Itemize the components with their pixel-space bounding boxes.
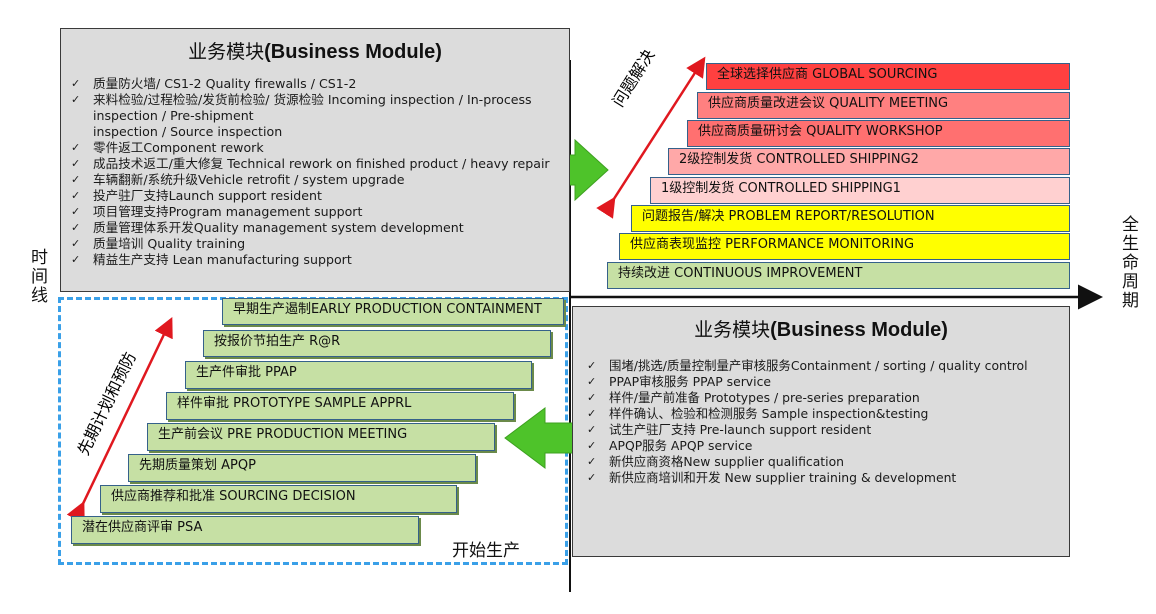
check-icon: ✓ bbox=[71, 221, 81, 234]
list-item: ✓ 试生产驻厂支持 Pre-launch support resident bbox=[585, 422, 1069, 438]
bottom-module-list: ✓ 围堵/挑选/质量控制量产审核服务Containment / sorting /… bbox=[585, 358, 1069, 486]
check-icon: ✓ bbox=[71, 237, 81, 250]
lower-step-sourcing-decision: 供应商推荐和批准 SOURCING DECISION bbox=[100, 485, 457, 513]
check-icon: ✓ bbox=[587, 391, 597, 404]
list-item: ✓ 成品技术返工/重大修复 Technical rework on finishe… bbox=[69, 156, 564, 172]
upper-step-controlled-shipping1: 1级控制发货 CONTROLLED SHIPPING1 bbox=[650, 177, 1070, 204]
lower-step-psa: 潜在供应商评审 PSA bbox=[71, 516, 419, 544]
bottom-module-title-cn: 业务模块 bbox=[694, 319, 771, 341]
check-icon: ✓ bbox=[587, 439, 597, 452]
list-item: ✓ 新供应商培训和开发 New supplier training & deve… bbox=[585, 470, 1069, 486]
list-item: ✓ APQP服务 APQP service bbox=[585, 438, 1069, 454]
check-icon: ✓ bbox=[71, 173, 81, 186]
top-module-title: 业务模块(Business Module) bbox=[61, 37, 569, 64]
list-item-text: 样件/量产前准备 Prototypes / pre-series prepara… bbox=[609, 390, 920, 405]
check-icon: ✓ bbox=[71, 205, 81, 218]
list-item: ✓ 项目管理支持Program management support bbox=[69, 204, 564, 220]
list-item: ✓ 车辆翻新/系统升级Vehicle retrofit / system upgr… bbox=[69, 172, 564, 188]
list-item: ✓ 样件确认、检验和检测服务 Sample inspection&testing bbox=[585, 406, 1069, 422]
lower-step-apqp: 先期质量策划 APQP bbox=[128, 454, 476, 482]
bottom-business-module: 业务模块(Business Module) ✓ 围堵/挑选/质量控制量产审核服务C… bbox=[572, 306, 1070, 557]
check-icon: ✓ bbox=[71, 93, 81, 106]
top-module-title-cn: 业务模块 bbox=[188, 41, 265, 63]
list-item-text: 质量培训 Quality training bbox=[93, 236, 246, 251]
timeline-label: 时间线 bbox=[27, 248, 47, 305]
upper-step-continuous-improvement: 持续改进 CONTINUOUS IMPROVEMENT bbox=[607, 262, 1070, 289]
lower-step-ppap: 生产件审批 PPAP bbox=[185, 361, 532, 389]
check-icon: ✓ bbox=[71, 189, 81, 202]
check-icon: ✓ bbox=[587, 423, 597, 436]
list-item-text: APQP服务 APQP service bbox=[609, 438, 753, 453]
list-item-text: 成品技术返工/重大修复 Technical rework on finished… bbox=[93, 156, 550, 171]
check-icon: ✓ bbox=[587, 455, 597, 468]
list-item: inspection / Source inspection bbox=[69, 124, 564, 140]
lifecycle-label: 全生命周期 bbox=[1118, 215, 1138, 310]
check-icon: ✓ bbox=[587, 359, 597, 372]
problem-solving-arrow bbox=[596, 56, 706, 219]
top-module-list: ✓质量防火墙/ CS1-2 Quality firewalls / CS1-2 … bbox=[69, 76, 564, 268]
lower-step-early-production-containment: 早期生产遏制EARLY PRODUCTION CONTAINMENT bbox=[222, 298, 564, 325]
list-item: ✓ 质量管理体系开发Quality management system devel… bbox=[69, 220, 564, 236]
start-production-label: 开始生产 bbox=[452, 541, 520, 561]
upper-step-performance-monitoring: 供应商表现监控 PERFORMANCE MONITORING bbox=[619, 233, 1070, 260]
list-item-text: 零件返工Component rework bbox=[93, 140, 264, 155]
bottom-module-title: 业务模块(Business Module) bbox=[573, 315, 1069, 342]
list-item-text: PPAP审核服务 PPAP service bbox=[609, 374, 772, 389]
check-icon: ✓ bbox=[71, 77, 81, 90]
list-item: ✓ 投产驻厂支持Launch support resident bbox=[69, 188, 564, 204]
list-item-text: 围堵/挑选/质量控制量产审核服务Containment / sorting / … bbox=[609, 358, 1028, 373]
list-item: ✓ 零件返工Component rework bbox=[69, 140, 564, 156]
top-module-title-en: (Business Module) bbox=[264, 41, 442, 63]
list-item: ✓ 质量防火墙/ CS1-2 Quality firewalls / CS1-2 bbox=[69, 76, 564, 92]
check-icon: ✓ bbox=[71, 253, 81, 266]
upper-step-quality-workshop: 供应商质量研讨会 QUALITY WORKSHOP bbox=[687, 120, 1070, 147]
list-item-text: 投产驻厂支持Launch support resident bbox=[93, 188, 322, 203]
list-item-text: 项目管理支持Program management support bbox=[93, 204, 363, 219]
list-item-text: 来料检验/过程检验/发货前检验/ 货源检验 Incoming inspectio… bbox=[93, 92, 532, 123]
list-item-text: 新供应商培训和开发 New supplier training & develo… bbox=[609, 470, 957, 485]
check-icon: ✓ bbox=[71, 141, 81, 154]
list-item: ✓ 精益生产支持 Lean manufacturing support bbox=[69, 252, 564, 268]
lower-step-pre-production-meeting: 生产前会议 PRE PRODUCTION MEETING bbox=[147, 423, 495, 451]
list-item: ✓ 来料检验/过程检验/发货前检验/ 货源检验 Incoming inspecti… bbox=[69, 92, 564, 124]
list-item: ✓ 质量培训 Quality training bbox=[69, 236, 564, 252]
list-item: ✓ 新供应商资格New supplier qualification bbox=[585, 454, 1069, 470]
check-icon: ✓ bbox=[587, 375, 597, 388]
check-icon: ✓ bbox=[587, 407, 597, 420]
upper-step-global-sourcing: 全球选择供应商 GLOBAL SOURCING bbox=[706, 63, 1070, 90]
lower-step-prototype-sample: 样件审批 PROTOTYPE SAMPLE APPRL bbox=[166, 392, 514, 420]
list-item-text: 车辆翻新/系统升级Vehicle retrofit / system upgra… bbox=[93, 172, 405, 187]
list-item-text: 新供应商资格New supplier qualification bbox=[609, 454, 845, 469]
list-item: ✓ 围堵/挑选/质量控制量产审核服务Containment / sorting /… bbox=[585, 358, 1069, 374]
list-item: ✓ 样件/量产前准备 Prototypes / pre-series prepar… bbox=[585, 390, 1069, 406]
advance-planning-arrow bbox=[66, 316, 173, 524]
lower-step-run-at-rate: 按报价节拍生产 R@R bbox=[203, 330, 551, 357]
top-business-module: 业务模块(Business Module) ✓ 质量防火墙/ CS1-2 Qual… bbox=[60, 28, 570, 292]
list-item-text: 质量管理体系开发Quality management system develo… bbox=[93, 220, 464, 235]
list-item-text: inspection / Source inspection bbox=[93, 124, 283, 139]
list-item-text: 质量防火墙/ CS1-2 Quality firewalls / CS1-2 bbox=[93, 76, 357, 91]
check-icon: ✓ bbox=[587, 471, 597, 484]
list-item-text: 样件确认、检验和检测服务 Sample inspection&testing bbox=[609, 406, 929, 421]
upper-step-controlled-shipping2: 2级控制发货 CONTROLLED SHIPPING2 bbox=[668, 148, 1070, 175]
list-item-text: 试生产驻厂支持 Pre-launch support resident bbox=[609, 422, 872, 437]
upper-step-problem-report: 问题报告/解决 PROBLEM REPORT/RESOLUTION bbox=[631, 205, 1070, 232]
bottom-module-title-en: (Business Module) bbox=[770, 319, 948, 341]
upper-step-quality-meeting: 供应商质量改进会议 QUALITY MEETING bbox=[697, 92, 1070, 119]
list-item-text: 精益生产支持 Lean manufacturing support bbox=[93, 252, 352, 267]
check-icon: ✓ bbox=[71, 157, 81, 170]
list-item: ✓ PPAP审核服务 PPAP service bbox=[585, 374, 1069, 390]
